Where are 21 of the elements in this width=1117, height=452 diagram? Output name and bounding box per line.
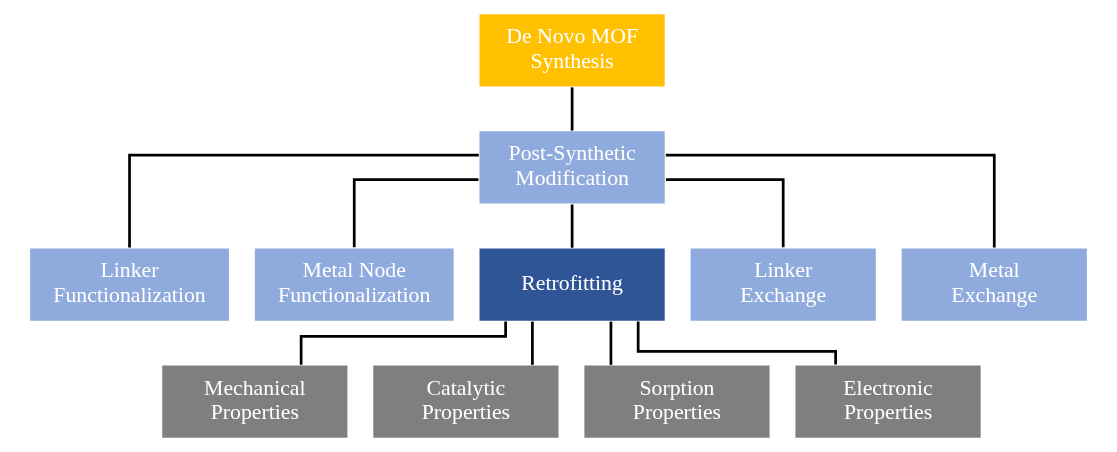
connector	[636, 321, 837, 365]
node-box: De Novo MOF Synthesis	[478, 12, 667, 88]
node-box: Electronic Properties	[794, 364, 982, 440]
connector	[609, 321, 613, 365]
node-box: Metal Node Functionalization	[253, 247, 455, 322]
connector	[570, 87, 574, 131]
node-box: Retrofitting	[478, 247, 667, 322]
connector	[352, 178, 479, 248]
connector	[665, 178, 785, 248]
node-box: Catalytic Properties	[371, 364, 560, 440]
connector	[128, 153, 479, 248]
connector	[665, 153, 996, 248]
node-box: Metal Exchange	[900, 247, 1089, 322]
connector	[531, 321, 534, 365]
node-box: Post-Synthetic Modification	[478, 130, 667, 205]
node-box: Linker Exchange	[689, 247, 878, 322]
node-box: Linker Functionalization	[28, 247, 231, 322]
node-box: Sorption Properties	[583, 364, 771, 440]
connector	[299, 321, 507, 365]
node-box: Mechanical Properties	[160, 364, 349, 440]
connector	[570, 204, 574, 248]
